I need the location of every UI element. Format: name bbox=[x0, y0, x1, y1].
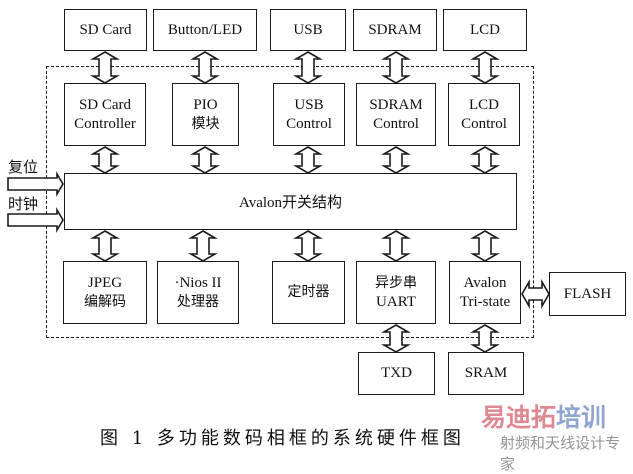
txd-box: TXD bbox=[358, 352, 435, 395]
timer-box: 定时器 bbox=[272, 261, 345, 324]
fpga-boundary bbox=[46, 66, 534, 188]
uart-txd-arrow bbox=[381, 324, 411, 353]
sdram-control-line1: SDRAM bbox=[369, 96, 423, 113]
nios-bus-arrow bbox=[188, 230, 218, 262]
sd-card-label: SD Card bbox=[79, 21, 132, 38]
sd-card-controller-box: SD Card Controller bbox=[64, 83, 146, 146]
reset-label: 复位 bbox=[8, 158, 39, 176]
uart-box: 异步串 UART bbox=[356, 261, 436, 324]
avalon-tristate-line2: Tri-state bbox=[459, 293, 511, 310]
txd-label: TXD bbox=[381, 365, 412, 381]
sram-box: SRAM bbox=[448, 352, 524, 395]
timer-line1: 定时器 bbox=[287, 284, 330, 300]
usb-label: USB bbox=[293, 21, 323, 38]
sd-card-controller-line1: SD Card bbox=[78, 96, 132, 113]
lcd-control-box: LCD Control bbox=[448, 83, 520, 146]
reset-input-arrow bbox=[7, 171, 64, 197]
sd-card-controller-bus-arrow bbox=[90, 146, 120, 174]
pio-module-line2: 模块 bbox=[191, 115, 220, 132]
jpeg-codec-line2: 编解码 bbox=[84, 293, 126, 310]
uart-line2: UART bbox=[376, 293, 416, 310]
lcd-label: LCD bbox=[470, 21, 500, 38]
jpeg-codec-box: JPEG 编解码 bbox=[63, 261, 147, 324]
usb-control-box: USB Control bbox=[273, 83, 345, 146]
pio-module-box: PIO 模块 bbox=[172, 83, 239, 146]
button-led-label: Button/LED bbox=[167, 21, 243, 38]
tristate-bus-arrow bbox=[470, 230, 500, 262]
timer-bus-arrow bbox=[293, 230, 323, 262]
usb-control-line1: USB bbox=[294, 96, 324, 113]
watermark-brand-part1: 易迪拓 bbox=[481, 403, 557, 432]
jpeg-bus-arrow bbox=[90, 230, 120, 262]
watermark-brand: 易迪拓培训 bbox=[481, 398, 606, 434]
sdram-control-box: SDRAM Control bbox=[356, 83, 436, 146]
watermark-brand-part2: 培训 bbox=[556, 403, 607, 432]
sd-card-controller-line2: Controller bbox=[74, 115, 136, 132]
jpeg-codec-line1: JPEG bbox=[87, 274, 123, 291]
lcd-control-bus-arrow bbox=[470, 146, 500, 174]
flash-box: FLASH bbox=[549, 272, 626, 316]
uart-bus-arrow bbox=[381, 230, 411, 262]
fpga-boundary-lower bbox=[46, 186, 534, 338]
sdram-control-line2: Control bbox=[373, 115, 419, 132]
sdram-control-bus-arrow bbox=[381, 146, 411, 174]
pio-module-line1: PIO bbox=[193, 96, 218, 113]
clock-input-arrow bbox=[7, 207, 64, 233]
flash-label: FLASH bbox=[563, 285, 612, 302]
lcd-arrow bbox=[470, 51, 500, 84]
sd-card-box: SD Card bbox=[64, 9, 147, 51]
button-led-arrow bbox=[190, 51, 220, 84]
clock-label: 时钟 bbox=[8, 195, 39, 213]
sdram-box: SDRAM bbox=[353, 9, 437, 51]
watermark-tagline: 射频和天线设计专家 bbox=[500, 434, 621, 473]
nios-ii-box: ·Nios II 处理器 bbox=[157, 261, 239, 324]
sram-label: SRAM bbox=[464, 365, 508, 381]
lcd-control-line2: Control bbox=[461, 115, 507, 132]
tristate-flash-arrow bbox=[521, 279, 550, 309]
usb-control-bus-arrow bbox=[293, 146, 323, 174]
usb-control-line2: Control bbox=[286, 115, 332, 132]
uart-line1: 异步串 bbox=[375, 274, 417, 291]
usb-box: USB bbox=[270, 9, 346, 51]
avalon-tristate-line1: Avalon bbox=[463, 274, 507, 291]
nios-ii-line1: ·Nios II bbox=[174, 274, 222, 291]
sdram-label: SDRAM bbox=[368, 21, 422, 38]
nios-ii-line2: 处理器 bbox=[177, 293, 219, 310]
lcd-box: LCD bbox=[443, 9, 527, 51]
avalon-switch-fabric-label: Avalon开关结构 bbox=[238, 195, 343, 211]
tristate-sram-arrow bbox=[470, 324, 500, 353]
avalon-switch-fabric: Avalon开关结构 bbox=[64, 173, 517, 230]
lcd-control-line1: LCD bbox=[469, 96, 499, 113]
avalon-tristate-box: Avalon Tri-state bbox=[449, 261, 521, 324]
usb-arrow bbox=[293, 51, 323, 84]
button-led-box: Button/LED bbox=[153, 9, 257, 51]
figure-caption: 图 1 多功能数码相框的系统硬件框图 bbox=[100, 428, 465, 449]
pio-bus-arrow bbox=[190, 146, 220, 174]
sdram-arrow bbox=[381, 51, 411, 84]
sd-card-arrow bbox=[90, 51, 120, 84]
